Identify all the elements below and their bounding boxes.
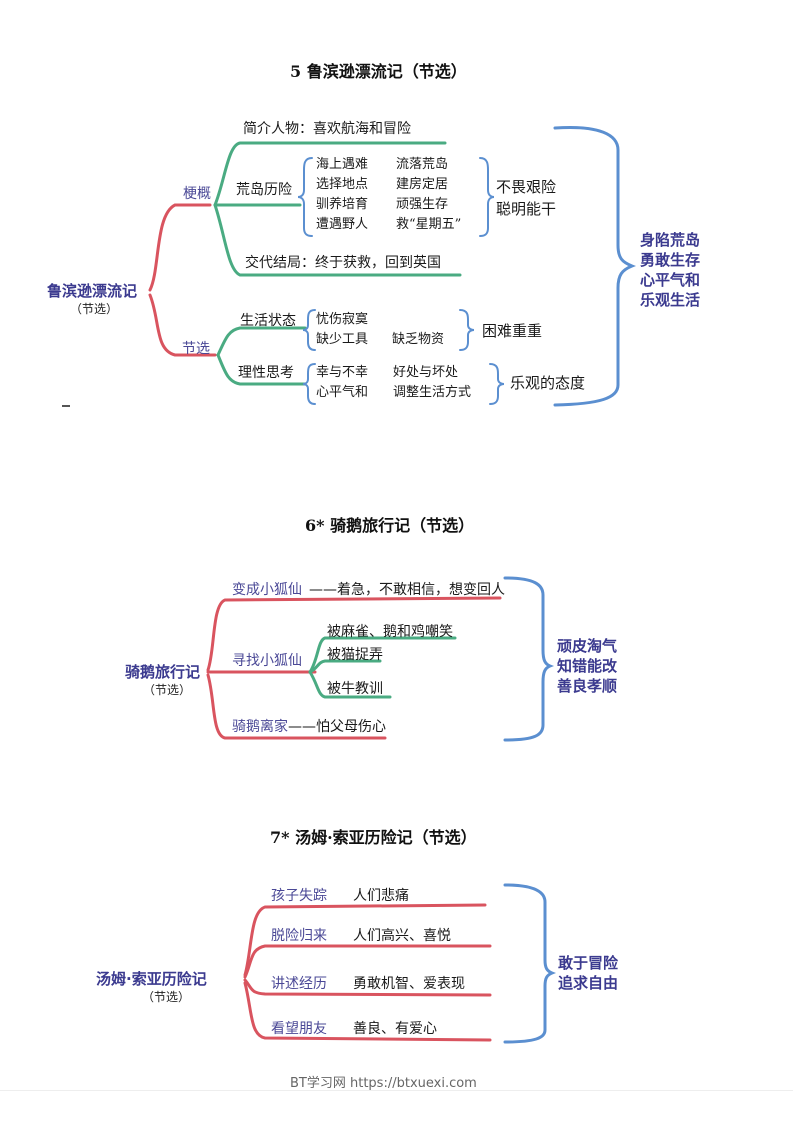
s2-b1-label: 变成小狐仙 bbox=[232, 582, 302, 598]
s1-link-life bbox=[216, 326, 307, 357]
s2-b2-label: 寻找小狐仙 bbox=[232, 653, 302, 669]
s1-title: 5 鲁滨逊漂流记（节选） bbox=[290, 62, 467, 81]
s2-link-b1 bbox=[206, 596, 502, 672]
s3-row-detail: 人们悲痛 bbox=[353, 888, 409, 904]
footer-watermark: BT学习网 https://btxuexi.com bbox=[290, 1076, 477, 1091]
s3-row-label: 讲述经历 bbox=[271, 976, 327, 992]
s1-branch-jiexuan: 节选 bbox=[182, 341, 210, 357]
s1-island-result: 不畏艰险 聪明能干 bbox=[496, 178, 557, 218]
s1-summary: 身陷荒岛 勇敢生存 心平气和 乐观生活 bbox=[640, 231, 701, 309]
s1-think-item: 好处与坏处 bbox=[393, 365, 459, 380]
s1-life-open-bracket bbox=[302, 309, 316, 351]
s1-life-close-bracket bbox=[459, 309, 475, 351]
s3-link-row3 bbox=[243, 978, 492, 997]
s2-root-sub: （节选） bbox=[143, 683, 192, 697]
s1-branch-gaikuo: 梗概 bbox=[183, 186, 211, 202]
s3-root-sub: （节选） bbox=[142, 990, 191, 1004]
s1-link-ending bbox=[213, 203, 462, 277]
s1-think-result: 乐观的态度 bbox=[510, 374, 586, 392]
s1-island-item: 流落荒岛 bbox=[396, 157, 449, 172]
s1-island-close-bracket bbox=[479, 157, 495, 237]
s2-root: 骑鹅旅行记 bbox=[125, 663, 201, 681]
s1-island-item: 海上遇难 bbox=[316, 157, 369, 172]
s2-b3-label: 骑鹅离家 bbox=[232, 719, 288, 735]
s1-think-item: 幸与不幸 bbox=[316, 365, 369, 380]
s1-think-label: 理性思考 bbox=[238, 365, 294, 381]
s3-link-row4 bbox=[243, 981, 492, 1042]
s1-intro: 简介人物：喜欢航海和冒险 bbox=[243, 121, 411, 137]
s1-island-item: 遭遇野人 bbox=[316, 217, 369, 232]
s1-summary-bracket bbox=[553, 125, 637, 407]
s3-row-label: 孩子失踪 bbox=[271, 888, 327, 904]
s2-link-b2-item3 bbox=[308, 670, 392, 699]
s2-title: 6* 骑鹅旅行记（节选） bbox=[305, 516, 475, 535]
s1-think-item: 调整生活方式 bbox=[393, 385, 472, 400]
s2-summary: 顽皮淘气 知错能改 善良孝顺 bbox=[557, 637, 618, 695]
s3-summary-bracket bbox=[503, 883, 557, 1044]
s3-row-label: 脱险归来 bbox=[271, 928, 327, 944]
s1-island-item: 驯养培育 bbox=[316, 197, 369, 212]
s1-life-label: 生活状态 bbox=[240, 313, 296, 329]
s1-island-label: 荒岛历险 bbox=[236, 182, 292, 198]
s3-title: 7* 汤姆·索亚历险记（节选） bbox=[270, 828, 477, 847]
s3-row-detail: 勇敢机智、爱表现 bbox=[353, 976, 465, 992]
s2-b2-item: 被猫捉弄 bbox=[327, 647, 383, 663]
s2-link-b2-item1 bbox=[308, 636, 457, 674]
s1-think-item: 心平气和 bbox=[316, 385, 369, 400]
s3-root: 汤姆·索亚历险记 bbox=[96, 970, 207, 988]
s3-row-detail: 人们高兴、喜悦 bbox=[353, 928, 451, 944]
s1-root-sub: （节选） bbox=[70, 302, 119, 316]
s3-row-detail: 善良、有爱心 bbox=[353, 1021, 437, 1037]
s1-life-item: 忧伤寂寞 bbox=[316, 312, 369, 327]
s2-link-b3 bbox=[206, 673, 387, 740]
s2-summary-bracket bbox=[503, 576, 555, 742]
s1-ending: 交代结局：终于获救，回到英国 bbox=[245, 255, 441, 271]
s2-b2-item: 被麻雀、鹅和鸡嘲笑 bbox=[327, 624, 453, 640]
s1-link-intro bbox=[213, 141, 447, 207]
s1-island-item: 救“星期五” bbox=[396, 217, 462, 232]
s2-link-b2-item2 bbox=[308, 659, 382, 674]
s1-island-item: 顽强生存 bbox=[396, 197, 449, 212]
s1-root: 鲁滨逊漂流记 bbox=[47, 282, 138, 300]
s1-link-jiexuan bbox=[148, 293, 217, 357]
s3-link-row1 bbox=[243, 903, 487, 977]
s1-life-item: 缺少工具 bbox=[316, 332, 369, 347]
s1-think-open-bracket bbox=[302, 363, 316, 405]
s1-island-item: 选择地点 bbox=[316, 177, 369, 192]
footer-divider bbox=[0, 1090, 793, 1091]
s2-b2-item: 被牛教训 bbox=[327, 681, 383, 697]
s1-life-result: 困难重重 bbox=[482, 322, 543, 340]
s1-link-think bbox=[216, 353, 307, 386]
s3-row-label: 看望朋友 bbox=[271, 1021, 327, 1037]
s3-link-row2 bbox=[243, 944, 492, 979]
s1-island-open-bracket bbox=[297, 157, 313, 237]
s1-think-close-bracket bbox=[489, 363, 505, 405]
s1-link-gaikuo bbox=[148, 203, 212, 292]
s1-life-item: 缺乏物资 bbox=[392, 332, 445, 347]
s1-island-item: 建房定居 bbox=[396, 177, 449, 192]
scan-mark bbox=[62, 405, 70, 407]
s2-b3-detail: ——怕父母伤心 bbox=[288, 719, 386, 735]
s2-b1-detail: ——着急，不敢相信，想变回人 bbox=[309, 582, 505, 598]
s3-summary: 敢于冒险 追求自由 bbox=[558, 954, 619, 992]
